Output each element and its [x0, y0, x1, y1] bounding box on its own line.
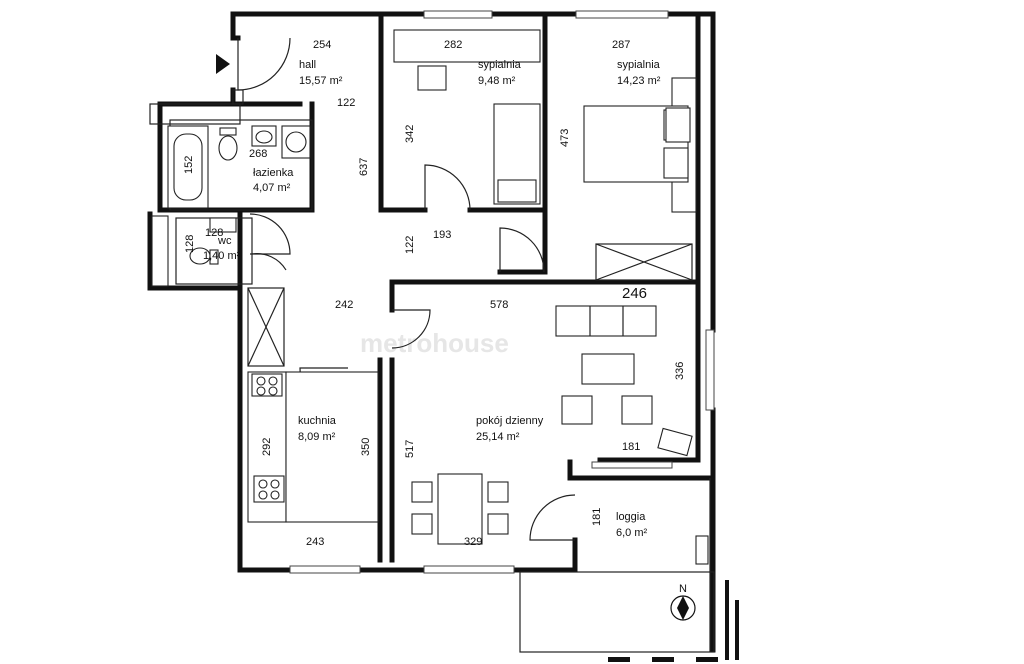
sofa	[555, 305, 657, 337]
dimension-label: 128	[205, 227, 223, 239]
dimension-label: 473	[559, 129, 571, 147]
dimension-label: 181	[591, 508, 603, 526]
room-area-bedroom-1: 9,48 m²	[478, 75, 516, 87]
dining-table	[437, 473, 483, 545]
scale-bar	[608, 580, 739, 662]
room-name-bedroom-2: sypialnia	[617, 59, 661, 71]
coffee-table	[581, 353, 635, 385]
dimension-label: 268	[249, 148, 267, 160]
dimension-label: 329	[464, 536, 482, 548]
stove-icon	[251, 373, 283, 397]
furniture	[151, 29, 709, 565]
desk	[393, 29, 541, 63]
dimension-label: 243	[306, 536, 324, 548]
dimension-label: 350	[360, 438, 372, 456]
room-area-bathroom: 4,07 m²	[253, 182, 291, 194]
room-name-bathroom: łazienka	[253, 167, 294, 179]
room-name-loggia: loggia	[616, 511, 646, 523]
dimension-label: 122	[404, 236, 416, 254]
dimension-label: 254	[313, 39, 331, 51]
chair	[417, 65, 447, 91]
dimension-label: 242	[335, 299, 353, 311]
dimension-label: 246	[622, 285, 647, 302]
wc-sink-icon	[209, 217, 237, 233]
dimension-label: 342	[404, 125, 416, 143]
dimension-label: 122	[337, 97, 355, 109]
dimension-label: 578	[490, 299, 508, 311]
dimension-label: 193	[433, 229, 451, 241]
dimension-label: 336	[674, 362, 686, 380]
watermark: metrohouse	[360, 328, 509, 358]
armchair	[621, 395, 653, 425]
room-area-bedroom-2: 14,23 m²	[617, 75, 661, 87]
dimension-label: 637	[358, 158, 370, 176]
dimension-label: 517	[404, 440, 416, 458]
room-area-wc: 1,40 m²	[203, 250, 241, 262]
armchair	[561, 395, 593, 425]
cooktop-icon	[253, 475, 285, 503]
room-area-hall: 15,57 m²	[299, 75, 343, 87]
room-name-hall: hall	[299, 59, 316, 71]
room-name-wc: wc	[217, 235, 232, 247]
tv-icon	[657, 427, 693, 457]
kitchen-island	[285, 371, 379, 523]
dimension-label: 282	[444, 39, 462, 51]
room-area-kitchen: 8,09 m²	[298, 431, 336, 443]
north-label: N	[679, 583, 687, 595]
toilet-icon	[218, 135, 238, 161]
room-name-living-room: pokój dzienny	[476, 415, 544, 427]
room-name-kitchen: kuchnia	[298, 415, 337, 427]
windows	[289, 10, 715, 574]
room-area-living-room: 25,14 m²	[476, 431, 520, 443]
room-name-bedroom-1: sypialnia	[478, 59, 522, 71]
room-area-loggia: 6,0 m²	[616, 527, 648, 539]
dimension-label: 128	[184, 235, 196, 253]
entrance-arrow-icon	[216, 54, 230, 74]
compass-icon: N	[670, 583, 696, 621]
dimension-label: 287	[612, 39, 630, 51]
technical-cabinet	[151, 215, 169, 287]
dimension-label: 292	[261, 438, 273, 456]
dimension-label: 152	[183, 156, 195, 174]
dimension-label: 181	[622, 441, 640, 453]
